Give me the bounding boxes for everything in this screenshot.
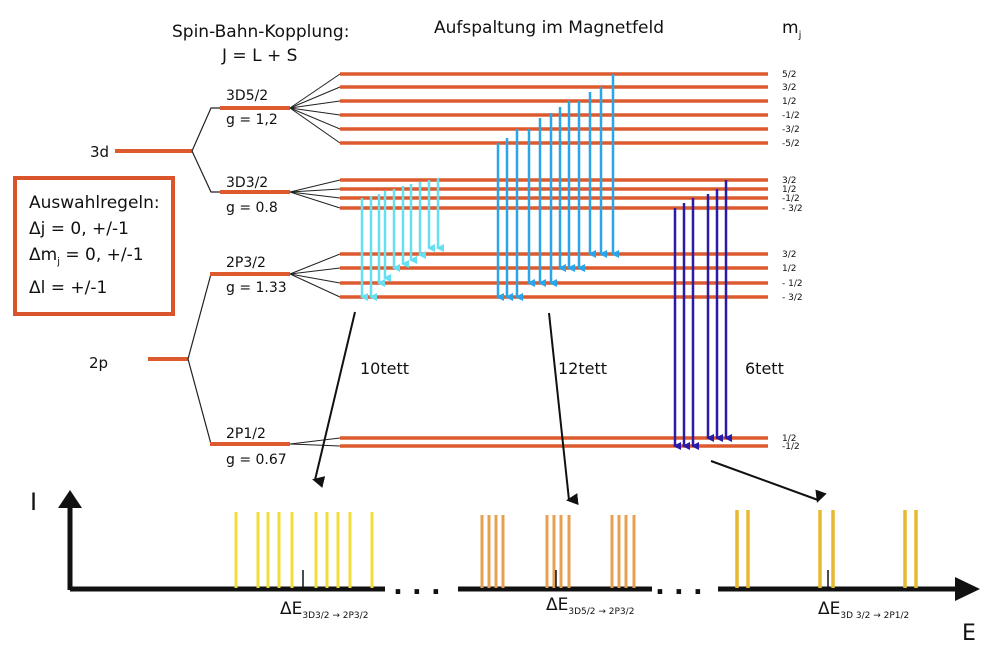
- fan-line: [289, 191, 341, 209]
- label-3d52: 3D5/2: [226, 88, 268, 104]
- fan-line: [289, 273, 341, 284]
- pointer-12tett: [548, 312, 579, 506]
- fan-line: [289, 100, 341, 109]
- label-3d52-g: g = 1,2: [226, 112, 278, 128]
- fan-line: [289, 107, 341, 130]
- rule-delta-mj: Δmj = 0, +/-1: [29, 245, 144, 268]
- mj-label: - 1/2: [782, 279, 803, 289]
- coupling-title: Spin-Bahn-Kopplung:: [172, 22, 349, 42]
- fan-line: [289, 191, 341, 199]
- delta-e-3: ΔE3D 3/2 → 2P1/2: [818, 599, 909, 621]
- y-axis-arrowhead: [58, 490, 82, 508]
- mj-label: 1/2: [782, 185, 796, 195]
- label-3d32-g: g = 0.8: [226, 200, 278, 216]
- fan-line: [289, 253, 341, 275]
- x-axis-label: E: [962, 621, 976, 646]
- mj-label: 1/2: [782, 434, 796, 444]
- fan-line: [289, 73, 341, 109]
- rule-delta-l: Δl = +/-1: [29, 278, 108, 299]
- y-axis-label: I: [30, 488, 37, 516]
- mj-label: 3/2: [782, 250, 796, 260]
- label-2p: 2p: [89, 354, 108, 372]
- transition-arrows: [360, 74, 732, 450]
- fan-line: [289, 437, 341, 445]
- label-3d: 3d: [90, 143, 109, 161]
- mj-label: -3/2: [782, 125, 800, 135]
- axis-break-dots-1: . . .: [393, 571, 441, 601]
- rule-delta-j: Δj = 0, +/-1: [29, 219, 129, 239]
- mj-label: 3/2: [782, 83, 796, 93]
- label-3d32: 3D3/2: [226, 175, 268, 191]
- mj-label: 3/2: [782, 176, 796, 186]
- field-title: Aufspaltung im Magnetfeld: [434, 18, 664, 38]
- fan-line: [289, 443, 341, 447]
- group-12tett: 12tett: [558, 359, 607, 378]
- mj-label: 5/2: [782, 70, 796, 80]
- mj-label: -1/2: [782, 111, 800, 121]
- group-6tett: 6tett: [745, 359, 784, 378]
- mj-label: 1/2: [782, 264, 796, 274]
- fan-line: [289, 267, 341, 275]
- group-10tett: 10tett: [360, 359, 409, 378]
- label-2p32-g: g = 1.33: [226, 280, 287, 296]
- mj-label: -1/2: [782, 194, 800, 204]
- mj-label: - 3/2: [782, 204, 803, 214]
- selection-rules-box: Auswahlregeln: Δj = 0, +/-1 Δmj = 0, +/-…: [13, 176, 175, 316]
- label-2p12-g: g = 0.67: [226, 452, 287, 468]
- x-axis-arrowhead: [955, 577, 980, 601]
- delta-e-1: ΔE3D3/2 → 2P3/2: [280, 599, 368, 621]
- fan-line: [289, 273, 341, 298]
- label-2p12: 2P1/2: [226, 426, 266, 442]
- label-2p32: 2P3/2: [226, 255, 266, 271]
- coupling-formula: J = L + S: [221, 46, 297, 66]
- mj-labels: 5/23/21/2-1/2-3/2-5/23/21/2-1/2- 3/23/21…: [782, 70, 803, 452]
- pointer-10tett: [312, 311, 356, 488]
- rules-title: Auswahlregeln:: [29, 193, 160, 213]
- mj-label: -1/2: [782, 442, 800, 452]
- fan-line: [289, 86, 341, 109]
- zeeman-fan-lines: [289, 73, 341, 447]
- fan-line: [289, 107, 341, 116]
- mj-label: -5/2: [782, 139, 800, 149]
- delta-e-2: ΔE3D5/2 → 2P3/2: [546, 595, 634, 617]
- fan-line: [289, 188, 341, 193]
- mj-label: 1/2: [782, 97, 796, 107]
- pointer-6tett: [710, 460, 827, 503]
- mj-header: mj: [782, 18, 801, 41]
- spectral-lines: [234, 510, 918, 588]
- fan-line: [289, 107, 341, 144]
- mj-label: - 3/2: [782, 293, 803, 303]
- fan-line: [289, 179, 341, 193]
- axis-break-dots-2: . . .: [655, 571, 703, 601]
